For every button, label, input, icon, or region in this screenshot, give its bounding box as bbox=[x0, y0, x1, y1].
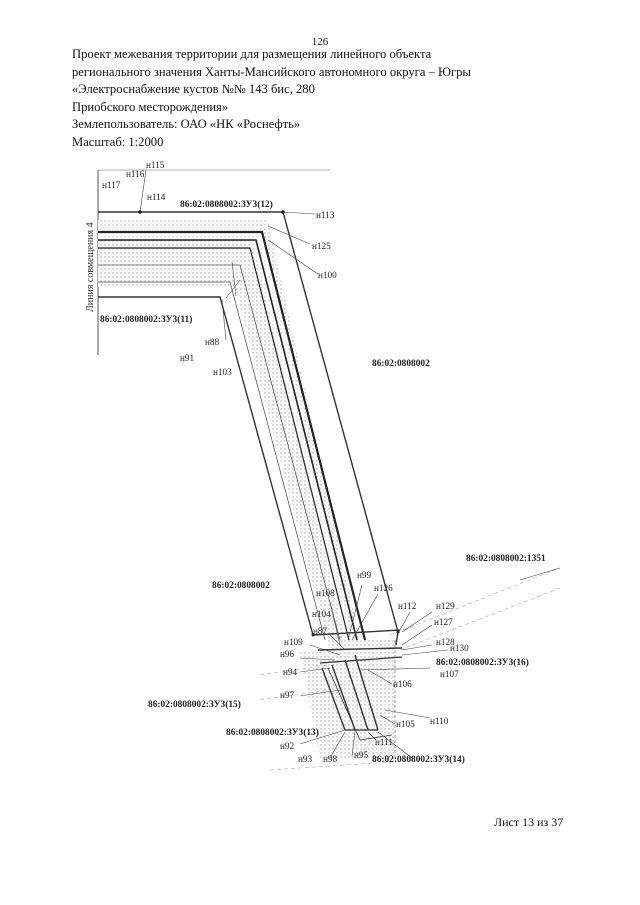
header-line-4: Приобского месторождения» bbox=[72, 99, 229, 114]
parcel-label-zu11: 86:02:0808002:ЗУ3(11) bbox=[100, 314, 192, 325]
side-label: Линия совмещения 4 bbox=[85, 222, 96, 312]
point-label-n94: н94 bbox=[283, 667, 298, 677]
point-labels: н115 н116 н117 н114 н113 н125 н100 н88 н… bbox=[102, 160, 469, 764]
point-label-n99: н99 bbox=[357, 570, 372, 580]
point-label-n97: н97 bbox=[280, 690, 295, 700]
point-label-n108: н108 bbox=[316, 588, 335, 598]
parcel-label-main-1: 86:02:0808002 bbox=[372, 359, 430, 369]
point-markers bbox=[138, 210, 400, 637]
parcel-label-zu16: 86:02:0808002:ЗУ3(16) bbox=[436, 657, 529, 668]
point-label-n88: н88 bbox=[205, 337, 220, 347]
point-label-n91: н91 bbox=[180, 353, 195, 363]
parcel-label-main-2: 86:02:0808002 bbox=[212, 581, 270, 591]
parcel-label-zu15: 86:02:0808002:ЗУ3(15) bbox=[148, 699, 241, 710]
parcel-label-1351: 86:02:0808002:1351 bbox=[466, 554, 546, 564]
parcel-boundary-zu12 bbox=[98, 211, 399, 646]
parcel-label-zu14: 86:02:0808002:ЗУ3(14) bbox=[372, 754, 465, 765]
header-line-6: Масштаб: 1:2000 bbox=[72, 134, 164, 149]
point-label-n112: н112 bbox=[398, 601, 417, 611]
point-label-n92: н92 bbox=[280, 741, 295, 751]
point-label-n103: н103 bbox=[213, 367, 232, 377]
sheet-number: Лист 13 из 37 bbox=[494, 815, 564, 829]
corridor-band bbox=[98, 220, 395, 760]
leader-lines bbox=[139, 169, 561, 759]
point-label-n125: н125 bbox=[312, 241, 331, 251]
point-label-n115: н115 bbox=[146, 160, 165, 170]
point-label-n95: н95 bbox=[354, 750, 369, 760]
parcel-label-zu13: 86:02:0808002:ЗУ3(13) bbox=[226, 727, 319, 738]
point-label-n105: н105 bbox=[396, 719, 415, 729]
point-label-n129: н129 bbox=[436, 601, 455, 611]
document-header: Проект межевания территории для размещен… bbox=[72, 46, 592, 151]
junction-area bbox=[312, 629, 403, 760]
parcel-label-zu12: 86:02:0808002:ЗУ3(12) bbox=[180, 199, 273, 210]
point-label-n98: н98 bbox=[323, 754, 338, 764]
point-label-n114: н114 bbox=[147, 192, 166, 202]
header-line-3: «Электроснабжение кустов №№ 143 бис, 280 bbox=[72, 82, 315, 96]
point-label-n128: н128 bbox=[436, 637, 455, 647]
point-label-n111: н111 bbox=[375, 737, 393, 747]
background-lines bbox=[259, 567, 561, 771]
point-label-n130: н130 bbox=[450, 643, 469, 653]
point-label-n100: н100 bbox=[318, 270, 337, 280]
point-label-n106: н106 bbox=[393, 679, 412, 689]
point-label-n96: н96 bbox=[280, 649, 295, 659]
point-label-n116: н116 bbox=[126, 169, 145, 179]
header-line-1: Проект межевания территории для размещен… bbox=[72, 47, 432, 61]
header-line-2: регионального значения Ханты-Мансийского… bbox=[72, 64, 471, 79]
point-label-n127: н127 bbox=[434, 617, 453, 627]
point-label-n110: н110 bbox=[430, 716, 449, 726]
point-label-n104: н104 bbox=[312, 609, 331, 619]
point-label-n126: н126 bbox=[374, 583, 393, 593]
point-label-n113: н113 bbox=[316, 210, 335, 220]
cable-lines bbox=[98, 230, 367, 641]
point-label-n109: н109 bbox=[284, 637, 303, 647]
point-label-n87: н87 bbox=[313, 626, 328, 636]
point-label-n117: н117 bbox=[102, 180, 121, 190]
page-number: 126 bbox=[311, 36, 329, 48]
point-label-n93: н93 bbox=[298, 754, 313, 764]
point-label-n107: н107 bbox=[440, 669, 459, 679]
header-line-5: Землепользователь: ОАО «НК «Роснефть» bbox=[72, 117, 301, 131]
